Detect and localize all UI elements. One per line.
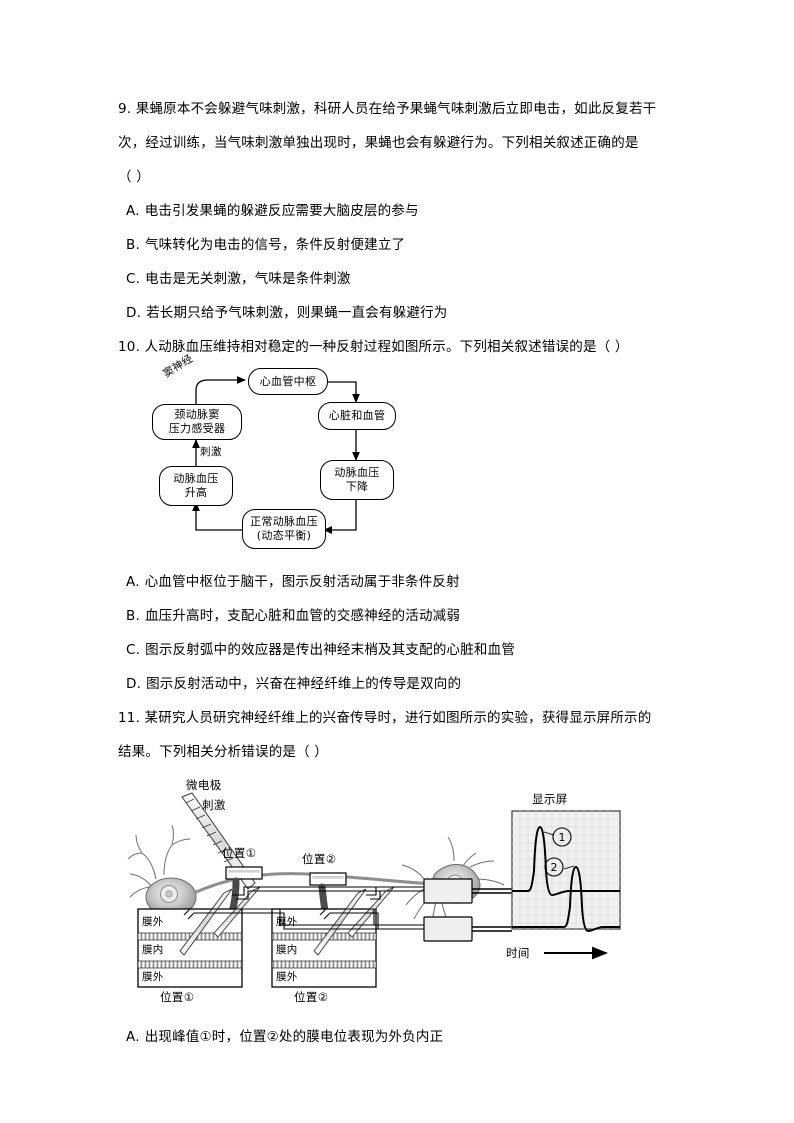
membrane-box-2-layer-outer-top: 膜外 [276,916,298,928]
option-label: A. [126,203,140,219]
option-text: 图示反射活动中，兴奋在神经纤维上的传导是双向的 [146,676,462,692]
trace-2-marker-label: 2 [551,861,558,874]
option-text: 若长期只给予气味刺激，则果蝇一直会有躲避行为 [146,305,448,321]
flow-node-bp-up: 动脉血压 升高 [159,466,233,506]
membrane-box-1-layer-outer-bot: 膜外 [142,971,164,983]
option-text: 出现峰值①时，位置②处的膜电位表现为外负内正 [144,1029,444,1045]
membrane-box-1-layer-outer-top: 膜外 [142,916,164,928]
membrane-layer-2b [271,960,377,969]
question-11-stem-line-1: 11. 某研究人员研究神经纤维上的兴奋传导时，进行如图所示的实验，获得显示屏所示… [118,710,652,726]
option-text: 气味转化为电击的信号，条件反射便建立了 [144,237,406,253]
label-microelectrode: 微电极 [186,778,222,792]
question-10-option-c: C.图示反射弧中的效应器是传出神经末梢及其支配的心脏和血管 [118,633,678,667]
membrane-box-1-caption: 位置① [160,990,195,1004]
label-position-1: 位置① [222,846,257,860]
question-9-option-a: A.电击引发果蝇的躲避反应需要大脑皮层的参与 [118,194,678,228]
option-label: B. [126,237,140,253]
option-label: B. [126,608,140,624]
amplifier-box-1 [423,878,473,904]
membrane-box-1 [137,886,261,988]
question-10-option-d: D.图示反射活动中，兴奋在神经纤维上的传导是双向的 [118,667,678,701]
flow-node-bp-down: 动脉血压 下降 [320,460,394,500]
option-label: D. [126,305,142,321]
label-time-axis: 时间 [506,946,530,960]
question-9-option-d: D.若长期只给予气味刺激，则果蝇一直会有躲避行为 [118,296,678,330]
question-11-stem-line-2: 结果。下列相关分析错误的是（ ） [118,744,328,760]
question-10-stem-line-1: 10. 人动脉血压维持相对稳定的一种反射过程如图所示。下列相关叙述错误的是（ ） [118,339,629,355]
option-label: A. [126,1029,140,1045]
nerve-conduction-experiment-figure: 1 2 微电极 刺激 位置① 位置② 显示屏 [124,775,644,1020]
experiment-drawing: 1 2 [127,792,621,988]
flow-label-stimulus: 刺激 [200,446,222,458]
display-screen: 1 2 [511,810,621,933]
electrode-site-1 [225,866,263,880]
question-9-stem-line-1: 9. 果蝇原本不会躲避气味刺激，科研人员在给予果蝇气味刺激后立即电击，如此反复若… [118,101,657,117]
option-label: C. [126,642,141,658]
label-stimulus: 刺激 [202,798,226,812]
flowchart-arrows [192,376,360,534]
trace-1 [512,825,620,897]
label-position-2: 位置② [302,852,337,866]
membrane-box-2 [271,886,395,988]
wiring [183,886,424,930]
membrane-box-1-layer-inner: 膜内 [142,944,164,956]
label-display-screen: 显示屏 [532,792,568,806]
question-11-option-a: A.出现峰值①时，位置②处的膜电位表现为外负内正 [118,1020,678,1054]
microelectrode-icon [181,792,256,890]
option-text: 血压升高时，支配心脏和血管的交感神经的活动减弱 [144,608,461,624]
trace-1-marker-circle [552,827,572,847]
question-9-option-c: C.电击是无关刺激，气味是条件刺激 [118,262,678,296]
membrane-layer-1b [137,960,243,969]
flow-node-center: 心血管中枢 [248,368,328,395]
option-label: C. [126,271,141,287]
option-text: 心血管中枢位于脑干，图示反射活动属于非条件反射 [144,574,460,590]
trace-1-marker-label: 1 [559,831,566,844]
membrane-box-2-layer-inner: 膜内 [276,944,298,956]
option-label: A. [126,574,140,590]
question-9-option-b: B.气味转化为电击的信号，条件反射便建立了 [118,228,678,262]
electrode-site-2 [309,872,347,886]
question-9: 9. 果蝇原本不会躲避气味刺激，科研人员在给予果蝇气味刺激后立即电击，如此反复若… [118,92,678,330]
option-text: 电击引发果蝇的躲避反应需要大脑皮层的参与 [144,203,419,219]
question-10-option-b: B.血压升高时，支配心脏和血管的交感神经的活动减弱 [118,599,678,633]
flow-node-heart: 心脏和血管 [318,402,396,430]
amplifier-to-display-wires [472,888,512,932]
question-10: 10. 人动脉血压维持相对稳定的一种反射过程如图所示。下列相关叙述错误的是（ ） [118,330,678,701]
membrane-box-2-caption: 位置② [294,990,329,1004]
blood-pressure-reflex-flowchart: 颈动脉窦 压力感受器 心血管中枢 心脏和血管 动脉血压 下降 正常动脉血压 (动… [134,352,424,563]
flow-node-normal: 正常动脉血压 (动态平衡) [242,509,326,549]
membrane-box-2-layer-outer-bot: 膜外 [276,971,298,983]
question-9-answer-blank: （ ） [118,169,150,185]
option-text: 图示反射弧中的效应器是传出神经末梢及其支配的心脏和血管 [145,642,516,658]
page-content: 9. 果蝇原本不会躲避气味刺激，科研人员在给予果蝇气味刺激后立即电击，如此反复若… [118,92,678,1054]
amplifier-box-2 [423,916,473,942]
question-11: 11. 某研究人员研究神经纤维上的兴奋传导时，进行如图所示的实验，获得显示屏所示… [118,701,678,1054]
trace-2-marker-circle [544,857,564,877]
question-10-option-a: A.心血管中枢位于脑干，图示反射活动属于非条件反射 [118,565,678,599]
option-text: 电击是无关刺激，气味是条件刺激 [145,271,351,287]
option-label: D. [126,676,142,692]
question-9-stem-line-2: 次，经过训练，当气味刺激单独出现时，果蝇也会有躲避行为。下列相关叙述正确的是 [118,135,639,151]
flow-node-receptor: 颈动脉窦 压力感受器 [152,404,242,440]
trace-2 [512,865,620,933]
